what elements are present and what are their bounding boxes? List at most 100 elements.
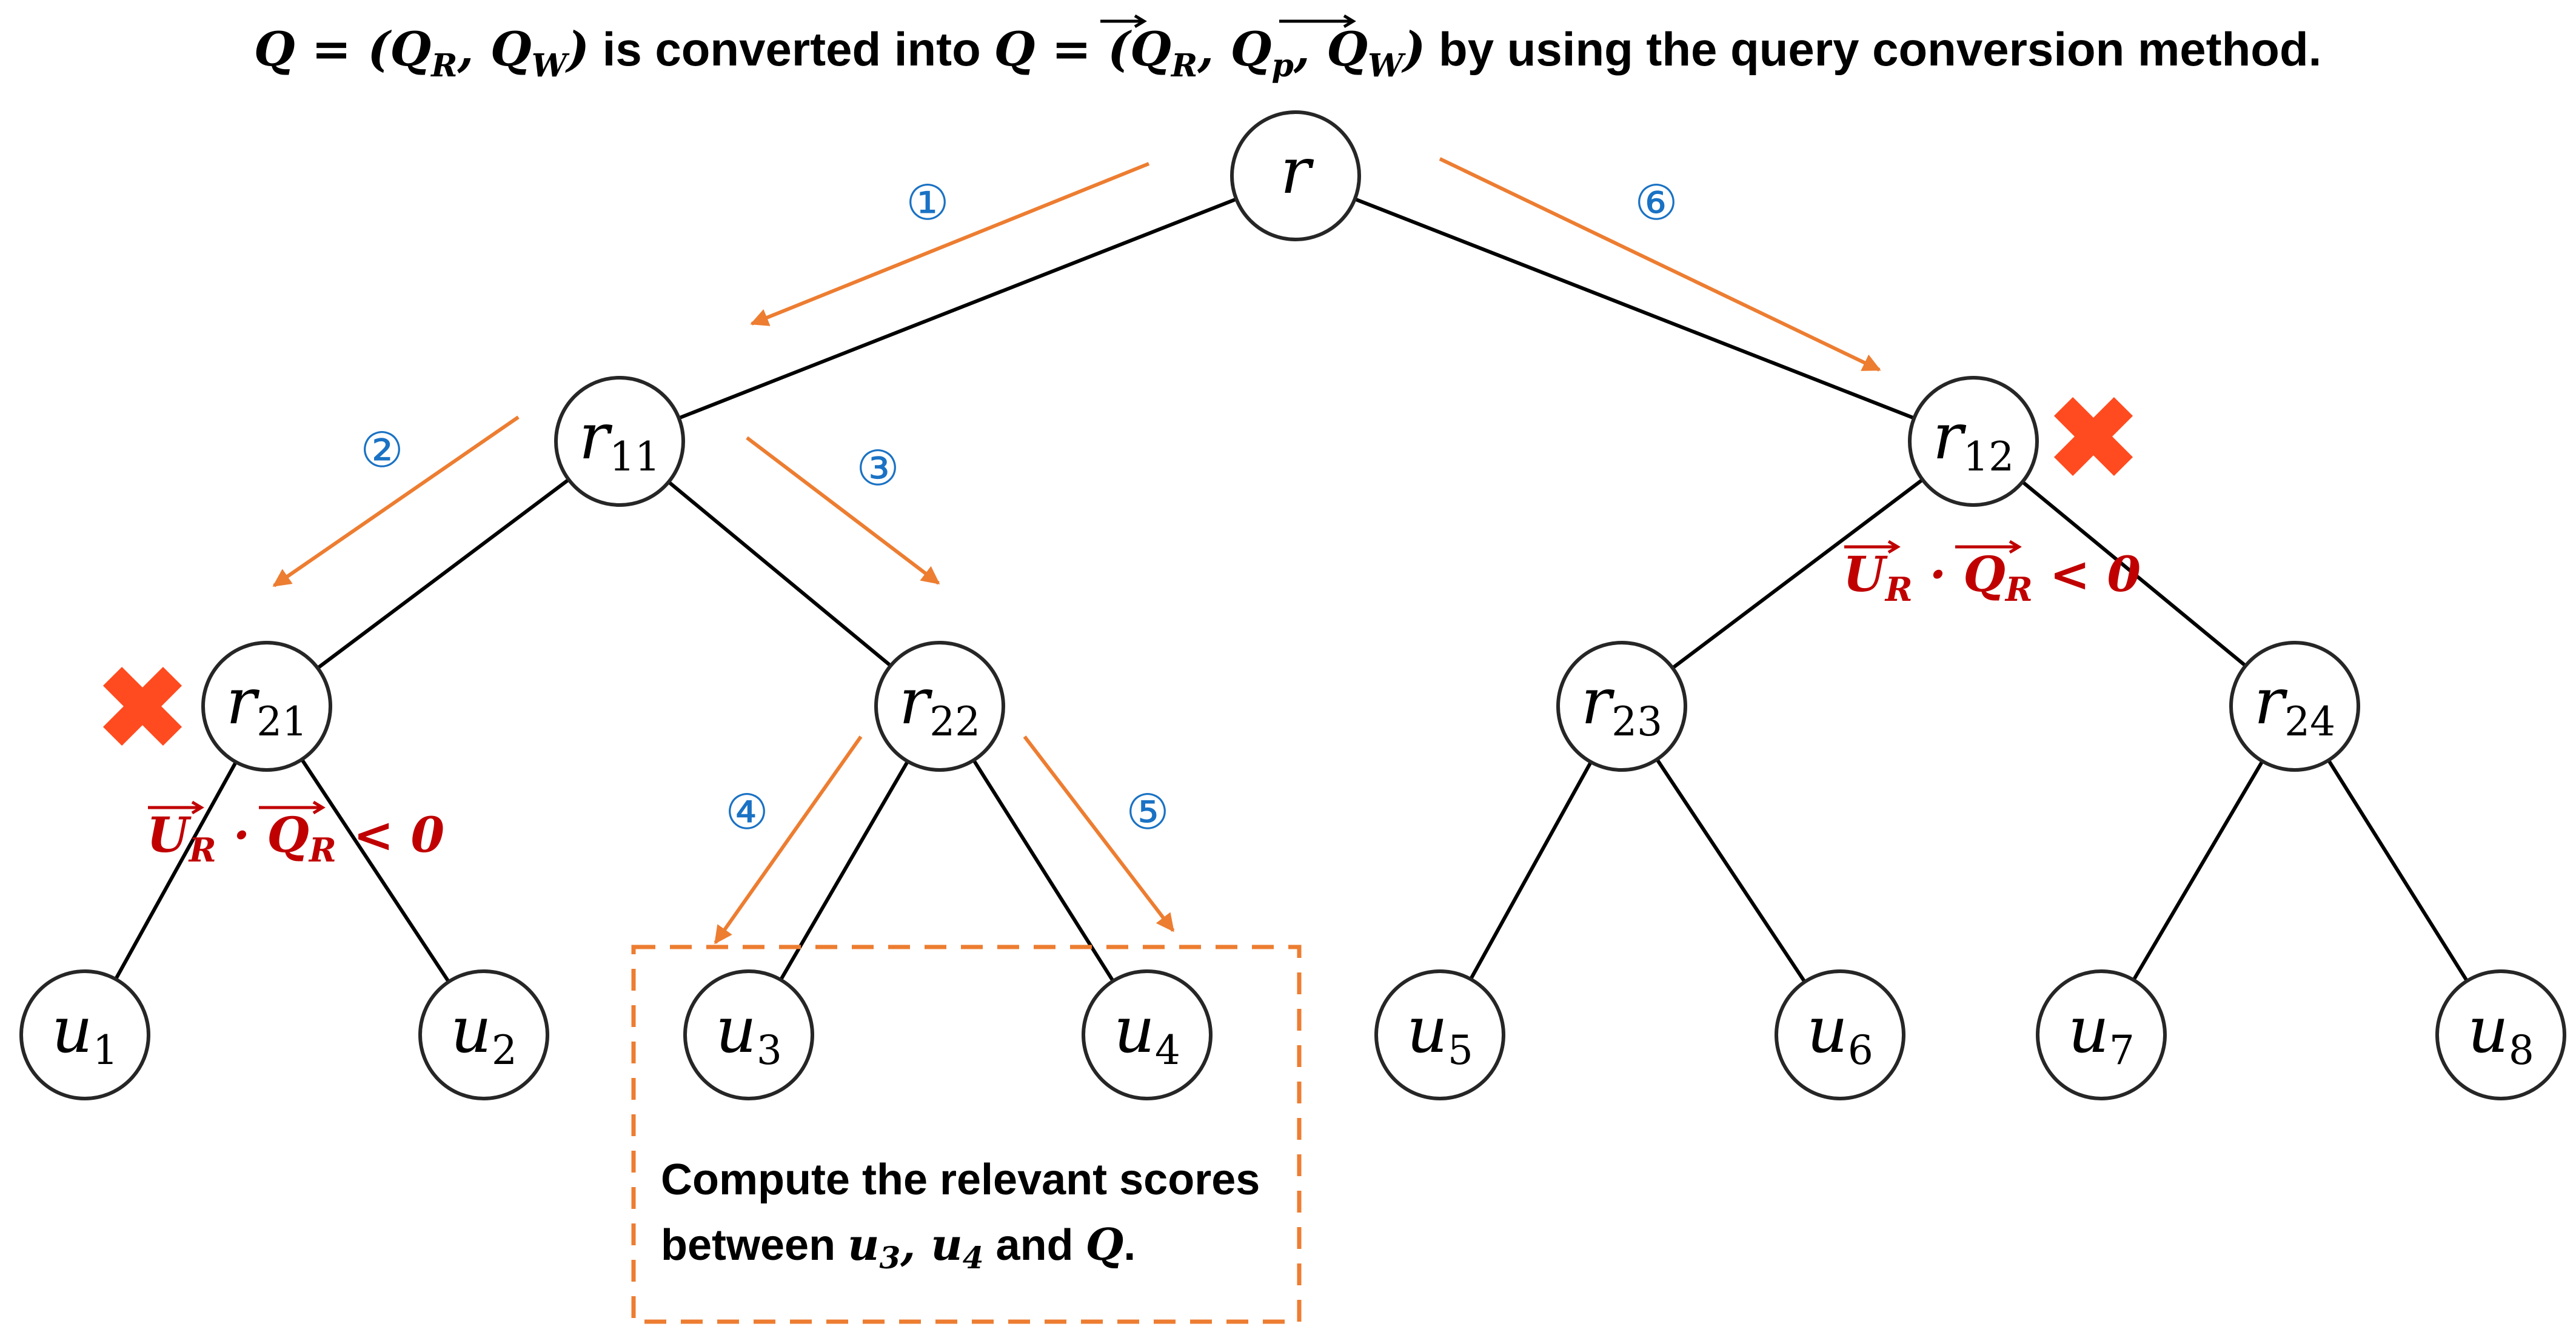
title-suffix: by using the query conversion method. <box>1425 22 2321 76</box>
node-subscript: 11 <box>609 433 660 480</box>
node-letter: u <box>715 993 757 1067</box>
tree-node-u8: u8 <box>2435 969 2566 1100</box>
tree-edge-r21-u1 <box>114 761 238 980</box>
cross-icon <box>2053 396 2133 477</box>
tree-edge-r23-u6 <box>1655 758 1807 983</box>
condition-q-sub: R <box>308 831 336 869</box>
title: Q = (QR, QW) is converted into Q = (QR, … <box>254 22 2322 84</box>
node-subscript: 2 <box>492 1027 517 1074</box>
compute-box-q: Q <box>1086 1219 1124 1270</box>
node-circle <box>201 641 332 772</box>
node-circle <box>1230 110 1361 241</box>
node-circle <box>874 641 1005 772</box>
node-circle <box>418 969 549 1100</box>
tree-node-r11: r11 <box>554 376 685 507</box>
node-subscript: 5 <box>1448 1027 1473 1074</box>
tree-edge-r24-u7 <box>2132 760 2264 982</box>
compute-box-period: . <box>1123 1221 1136 1270</box>
tree-node-r22: r22 <box>874 641 1005 772</box>
pruned-markers <box>102 396 2133 746</box>
node-subscript: 6 <box>1848 1027 1873 1074</box>
tree-edge-r22-u3 <box>779 760 909 981</box>
node-subscript: 3 <box>757 1027 782 1074</box>
traversal-arrows <box>272 157 1881 945</box>
node-circle <box>2435 969 2566 1100</box>
node-circle <box>1908 376 2039 507</box>
step-label-2: ② <box>360 422 404 478</box>
tree-edge-r22-u4 <box>972 759 1115 982</box>
compute-box-line1: Compute the relevant scores <box>661 1156 1260 1204</box>
condition-u-vector: U <box>147 806 192 863</box>
tree-node-u6: u6 <box>1775 969 1905 1100</box>
node-letter: u <box>52 993 93 1067</box>
node-subscript: 21 <box>256 698 307 745</box>
compute-box-and: and <box>984 1221 1086 1270</box>
node-subscript: 4 <box>1155 1027 1180 1074</box>
node-label-u8: u8 <box>2467 993 2534 1074</box>
tree-edge-r23-u5 <box>1469 761 1593 980</box>
title-qp-sub: p <box>1271 47 1293 84</box>
node-label-r11: r11 <box>579 400 660 480</box>
condition-rel: < 0 <box>2033 546 2141 603</box>
tree-node-u7: u7 <box>2036 969 2167 1100</box>
node-label-r: r <box>1280 134 1314 208</box>
node-letter: r <box>1933 400 1967 473</box>
arrow-step-3 <box>746 436 940 585</box>
tree-edges <box>114 197 2469 983</box>
node-letter: r <box>1581 664 1615 738</box>
condition-rel: < 0 <box>336 806 444 863</box>
condition-u-sub: R <box>1884 570 1913 609</box>
node-subscript: 8 <box>2509 1027 2534 1074</box>
title-vector-arrows <box>1100 14 1356 28</box>
node-label-u6: u6 <box>1807 993 1873 1074</box>
arrow-step-2 <box>272 415 520 587</box>
condition-vector-arrows <box>148 800 326 815</box>
condition-u-vector: U <box>1843 546 1888 603</box>
tree-edge-r-r12 <box>1354 197 1915 420</box>
node-circle <box>1374 969 1505 1100</box>
node-circle <box>19 969 150 1100</box>
tree-edge-r21-u2 <box>300 758 450 983</box>
node-circle <box>554 376 685 507</box>
condition-u-sub: R <box>188 831 216 869</box>
node-subscript: 12 <box>1963 433 2014 480</box>
node-label-u4: u4 <box>1114 993 1180 1074</box>
node-letter: r <box>1280 134 1314 208</box>
arrow-step-1 <box>750 162 1150 326</box>
node-label-r24: r24 <box>2254 664 2335 745</box>
pruning-condition-r21: UR · QR < 0 <box>147 800 444 869</box>
node-letter: u <box>2467 993 2509 1067</box>
compute-box-u3-sub: 3 <box>879 1240 900 1276</box>
node-letter: u <box>1407 993 1448 1067</box>
node-label-r12: r12 <box>1933 400 2014 480</box>
compute-score-box: Compute the relevant scores between u3, … <box>631 945 1302 1324</box>
node-letter: u <box>1807 993 1848 1067</box>
arrow-step-5 <box>1023 735 1175 932</box>
tree-edge-r12-r24 <box>2021 480 2247 668</box>
pruning-condition-r12: UR · QR < 0 <box>1843 540 2141 609</box>
node-circle <box>1082 969 1213 1100</box>
title-qp: , Q <box>1197 22 1271 77</box>
tree-node-u3: u3 <box>683 969 814 1100</box>
node-label-u1: u1 <box>52 993 118 1074</box>
node-circle <box>1775 969 1905 1100</box>
node-label-u5: u5 <box>1407 993 1473 1074</box>
node-subscript: 7 <box>2109 1027 2135 1074</box>
node-label-r22: r22 <box>899 664 980 745</box>
cross-icon <box>102 666 182 746</box>
tree-node-r12: r12 <box>1908 376 2039 507</box>
tree-edge-r-r11 <box>678 197 1237 420</box>
node-label-r23: r23 <box>1581 664 1662 745</box>
node-label-u3: u3 <box>715 993 782 1074</box>
title-close-paren: ) <box>565 22 589 77</box>
condition-text-r21: UR · QR < 0 <box>147 806 444 869</box>
arrow-step-4 <box>714 735 863 945</box>
tree-node-r23: r23 <box>1556 641 1687 772</box>
compute-box-comma: , <box>900 1219 931 1270</box>
title-q-symbol: Q = (Q <box>254 22 431 77</box>
node-circle <box>1556 641 1687 772</box>
title-q2: Q = ( <box>994 22 1132 77</box>
title-middle-text: is converted into <box>589 22 994 76</box>
node-letter: u <box>450 993 492 1067</box>
compute-box-between: between <box>661 1221 848 1270</box>
